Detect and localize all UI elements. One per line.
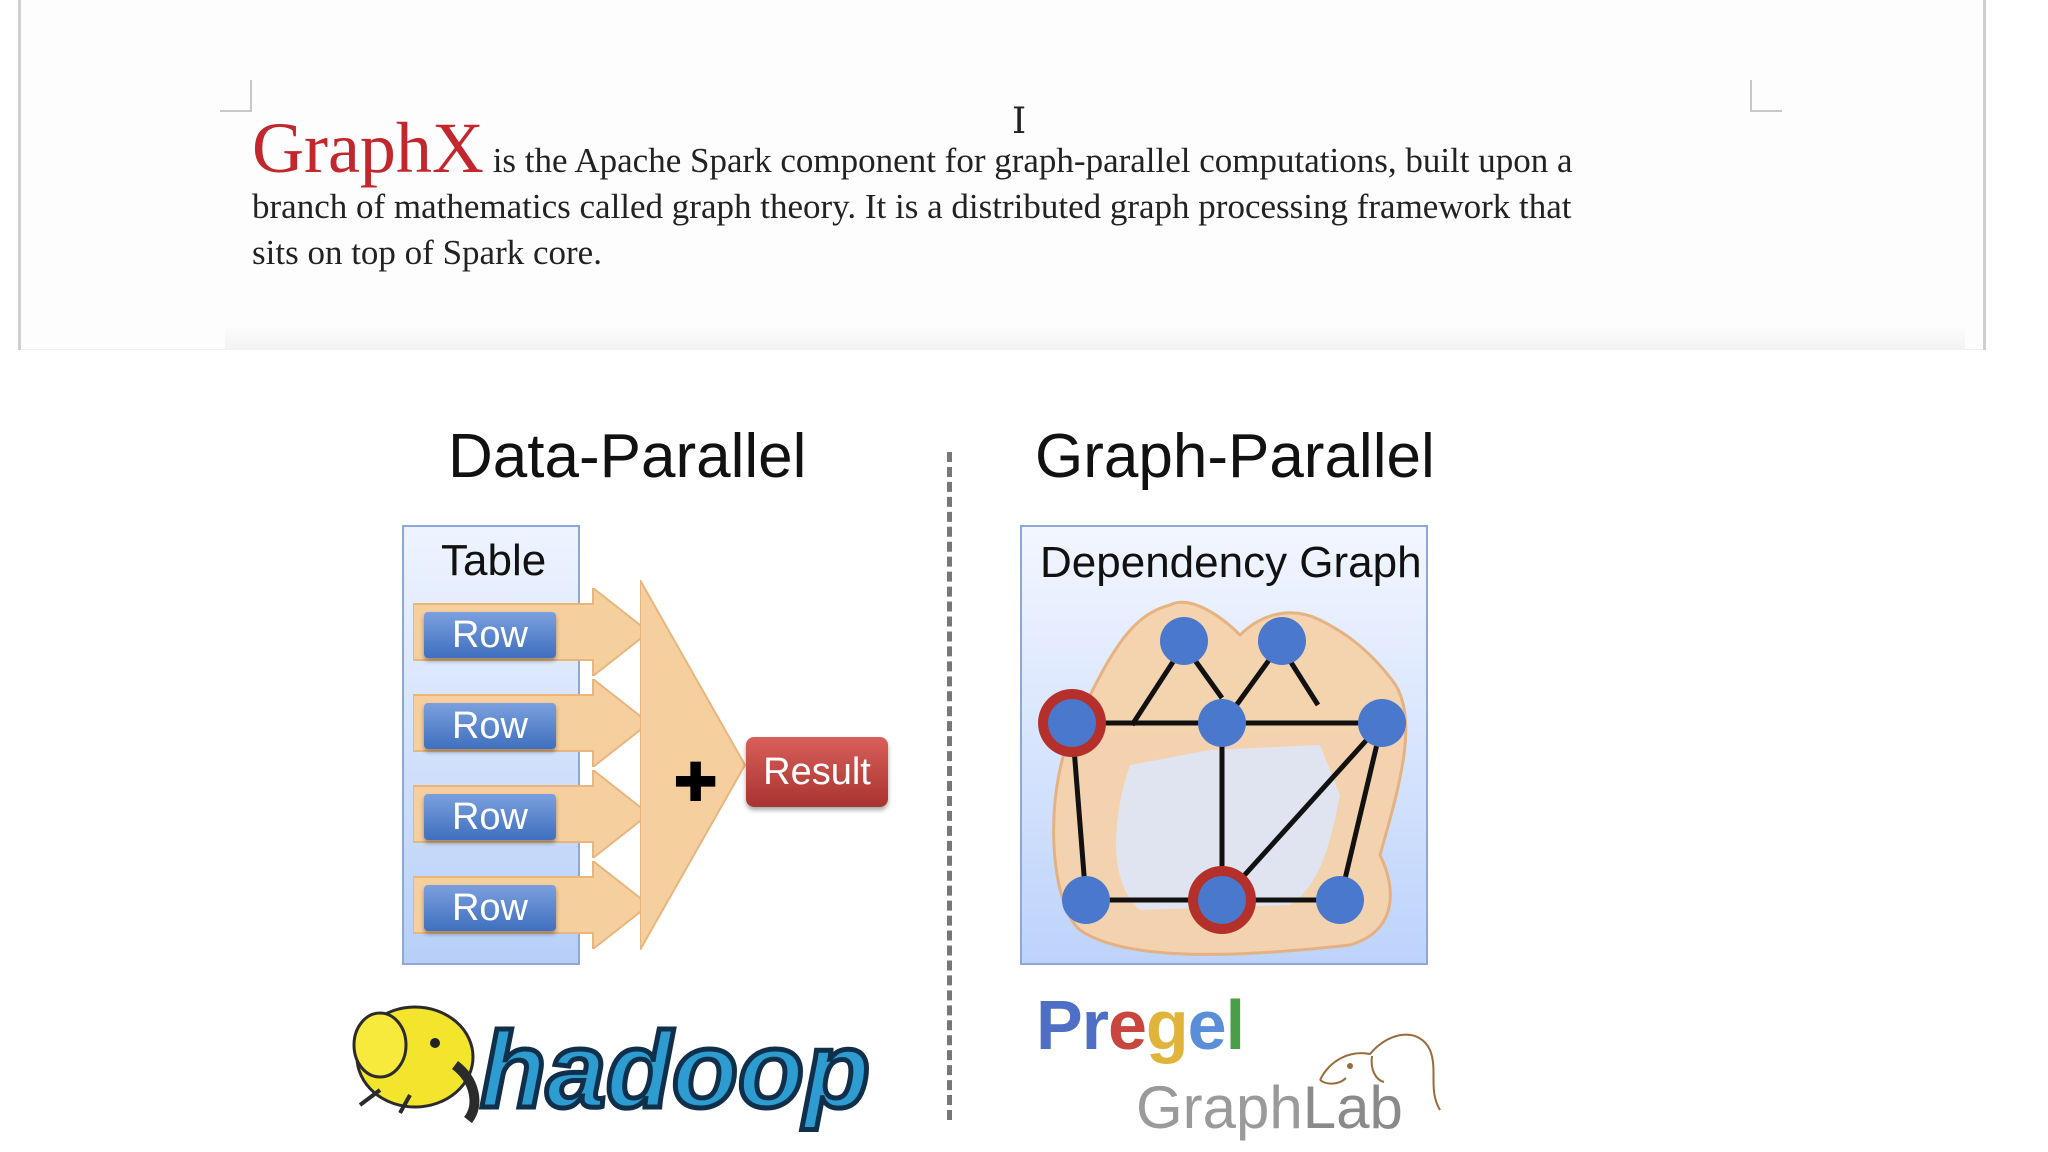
document-paragraph[interactable]: GraphX is the Apache Spark component for…	[252, 118, 1712, 276]
row-block: Row	[424, 794, 556, 840]
pregel-letter: P	[1036, 986, 1082, 1064]
graphx-heading-word: GraphX	[252, 108, 484, 188]
graphlab-logo: GraphLab	[1136, 1078, 1403, 1138]
pregel-letter: r	[1082, 986, 1108, 1064]
result-block: Result	[746, 737, 888, 807]
pregel-letter: e	[1108, 986, 1146, 1064]
hadoop-logo: hadoop	[340, 995, 900, 1135]
pregel-letter: l	[1226, 986, 1244, 1064]
plus-icon: ✚	[673, 756, 718, 810]
hadoop-wordmark: hadoop	[480, 1009, 870, 1130]
graphlab-prefix: Graph	[1136, 1074, 1303, 1141]
dashed-divider	[947, 452, 952, 1120]
margin-corner-right	[1750, 80, 1782, 112]
dependency-graph-icon	[1020, 525, 1426, 963]
row-block: Row	[424, 703, 556, 749]
graphlab-suffix: Lab	[1303, 1074, 1403, 1141]
document-area: I GraphX is the Apache Spark component f…	[0, 0, 2048, 350]
row-block: Row	[424, 612, 556, 658]
margin-corner-left	[220, 80, 252, 112]
paragraph-line-1: is the Apache Spark component for graph-…	[484, 141, 1573, 180]
paragraph-line-3: sits on top of Spark core.	[252, 233, 602, 272]
data-parallel-title: Data-Parallel	[448, 422, 806, 492]
page-bottom-edge	[225, 328, 1965, 350]
graph-parallel-title: Graph-Parallel	[1035, 422, 1435, 492]
row-block: Row	[424, 885, 556, 931]
table-label: Table	[441, 536, 546, 586]
pregel-logo: Pregel	[1036, 990, 1244, 1060]
pregel-letter: e	[1188, 986, 1226, 1064]
pregel-letter: g	[1146, 986, 1188, 1064]
paragraph-line-2: branch of mathematics called graph theor…	[252, 187, 1572, 226]
